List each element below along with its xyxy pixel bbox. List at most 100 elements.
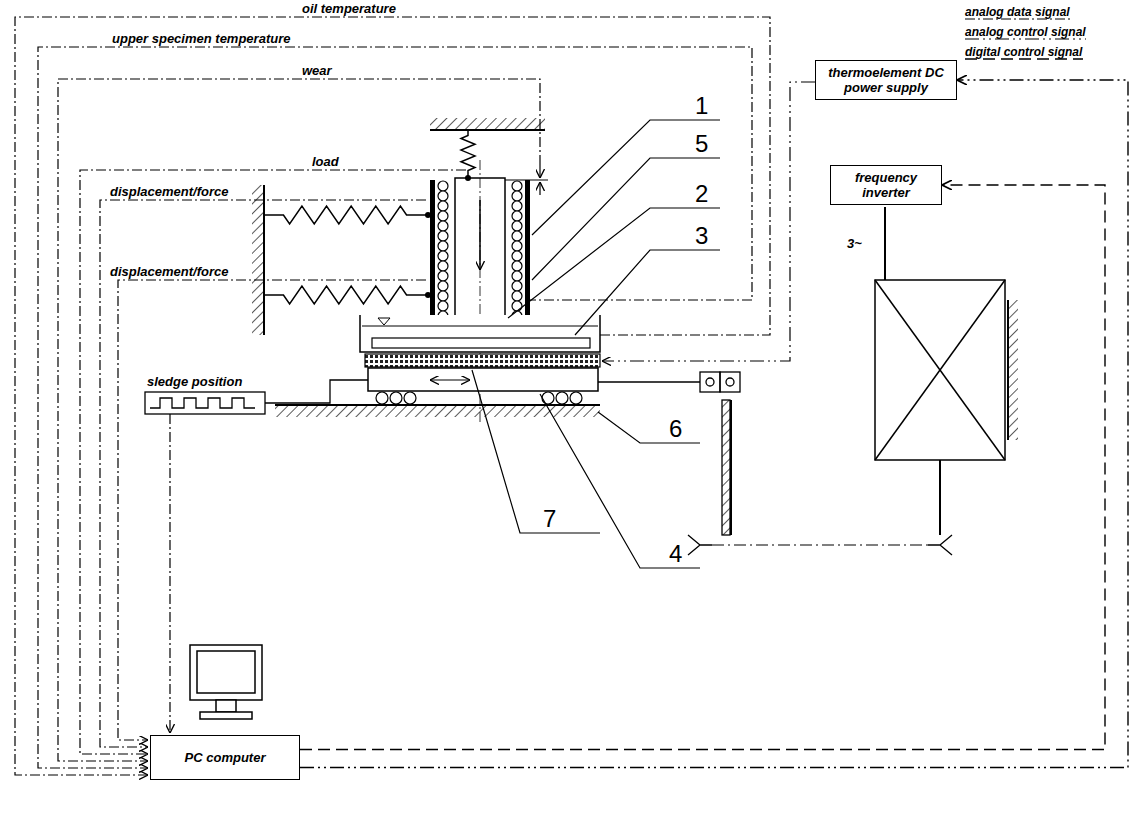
computer-monitor — [197, 651, 255, 693]
sledge — [556, 392, 568, 404]
electric-motor — [875, 280, 1005, 460]
guide-bar — [425, 292, 431, 298]
wear-sensor — [505, 165, 548, 195]
sledge — [390, 392, 402, 404]
coil-winding — [438, 261, 448, 271]
signal-label: upper specimen temperature — [110, 31, 292, 46]
crank-drive — [720, 372, 740, 392]
legend-line — [965, 58, 1083, 59]
leader-line — [532, 158, 720, 280]
coil-winding — [438, 281, 448, 291]
guide-bar — [425, 212, 431, 218]
coil-winding — [438, 181, 448, 191]
lower-specimen — [372, 338, 590, 348]
electric-motor — [875, 280, 1005, 460]
wall-support — [263, 185, 265, 335]
ceiling-support — [430, 118, 545, 130]
signal-label: oil temperature — [300, 1, 398, 16]
electric-motor — [884, 207, 886, 280]
coil-winding — [512, 281, 522, 291]
coil-winding — [512, 211, 522, 221]
control-wire — [602, 82, 815, 361]
signal-label: displacement/force — [108, 184, 231, 199]
coil-winding — [512, 201, 522, 211]
legend-entry: analog control signal — [965, 22, 1086, 42]
legend-text: analog control signal — [965, 25, 1086, 39]
computer-monitor — [190, 645, 262, 719]
legend-line — [965, 18, 1070, 19]
electric-motor — [939, 460, 941, 535]
electric-motor — [1008, 300, 1018, 440]
coil-winding — [438, 241, 448, 251]
legend-text: digital control signal — [965, 45, 1082, 59]
coil-winding — [512, 261, 522, 271]
leader-line — [532, 120, 720, 235]
ceiling-support — [430, 118, 545, 130]
leader-line — [575, 250, 720, 335]
electric-motor — [875, 280, 1005, 460]
leader-line — [508, 208, 720, 318]
crank-drive — [726, 378, 734, 386]
signal-wire — [100, 200, 426, 747]
control-wire — [602, 82, 815, 361]
coil-winding — [512, 251, 522, 261]
legend-line — [965, 38, 1086, 39]
callout-number: 6 — [666, 416, 685, 442]
callout-number: 3 — [692, 223, 711, 249]
computer-monitor — [190, 645, 262, 700]
oil-bath — [360, 315, 600, 352]
spring — [264, 130, 475, 304]
spring — [264, 286, 426, 304]
coil-winding — [438, 181, 522, 321]
signal-label: sledge position — [145, 374, 244, 389]
coil-winding — [438, 191, 448, 201]
leader-line — [472, 370, 600, 533]
leader-line — [598, 412, 700, 443]
wear-sensor — [539, 165, 540, 178]
ground-support — [275, 405, 600, 417]
signal-wire — [15, 17, 770, 775]
signal-label: 3~ — [845, 236, 864, 251]
signal-wire — [169, 414, 170, 733]
sledge — [368, 368, 598, 404]
guide-bar — [430, 180, 435, 320]
thermoelement — [365, 354, 600, 367]
wall-support — [252, 185, 264, 335]
callout-number: 5 — [692, 131, 711, 157]
signal-connector — [300, 185, 1105, 750]
legend-text: analog data signal — [965, 5, 1070, 19]
legend-entry: digital control signal — [965, 42, 1086, 62]
coil-winding — [438, 291, 448, 301]
signal-connector — [300, 80, 1128, 768]
callout-number: 2 — [692, 181, 711, 207]
electric-motor — [1007, 300, 1009, 440]
coil-winding — [512, 241, 522, 251]
coil-winding — [438, 251, 448, 261]
guide-bar — [425, 180, 530, 320]
computer-box: PC computer — [150, 735, 300, 780]
coil-winding — [512, 191, 522, 201]
coil-winding — [438, 301, 448, 311]
sledge — [376, 392, 388, 404]
guide-bar — [525, 180, 530, 320]
ground-support — [275, 404, 600, 406]
coil-winding — [512, 181, 522, 191]
lower-specimen — [372, 338, 590, 348]
sledge — [404, 392, 416, 404]
signal-label: displacement/force — [108, 264, 231, 279]
signal-wire — [118, 280, 426, 740]
oil-bath — [378, 318, 390, 325]
oil-bath — [360, 315, 600, 352]
legend: analog data signal analog control signal d… — [965, 2, 1086, 62]
ground-support — [275, 405, 600, 417]
signal-wire — [58, 79, 540, 761]
spring — [461, 130, 475, 176]
wear-sensor — [505, 179, 548, 180]
computer-monitor — [216, 700, 236, 712]
power-supply-box: thermoelement DC power supply — [815, 60, 957, 100]
signal-label: wear — [300, 63, 334, 78]
crank-drive — [928, 535, 952, 555]
crank-drive — [598, 381, 700, 382]
